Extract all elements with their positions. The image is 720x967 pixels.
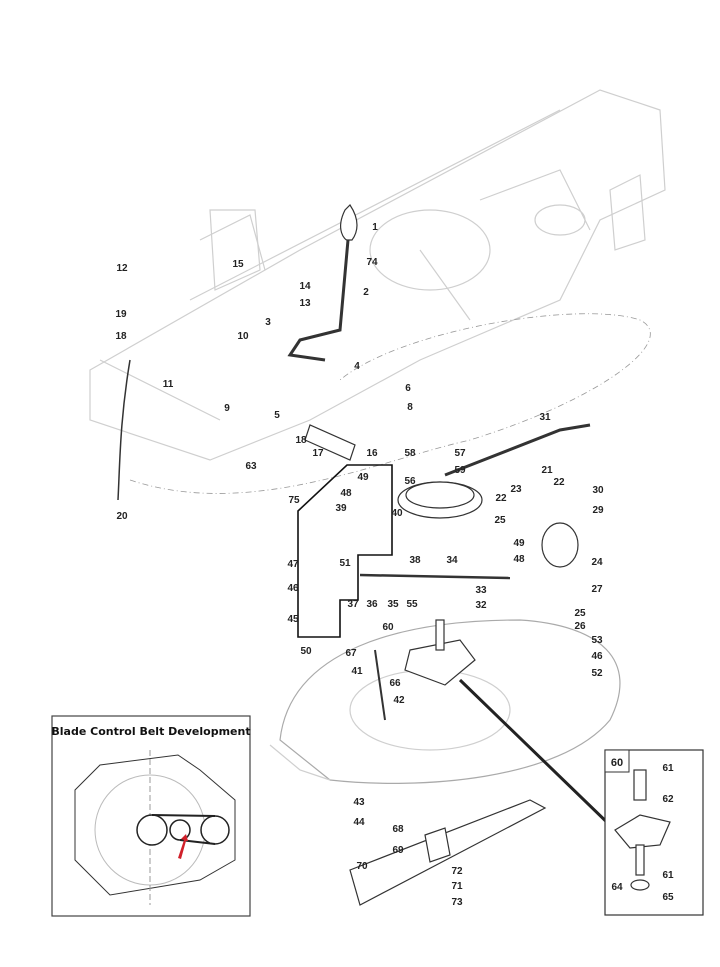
callout-4: 4 <box>354 361 360 372</box>
callout-21: 21 <box>541 465 553 476</box>
belt-development-inset: Blade Control Belt Development <box>51 715 251 917</box>
callout-49: 49 <box>357 472 369 483</box>
callout-46: 46 <box>287 583 299 594</box>
parts <box>117 204 617 906</box>
callout-57: 57 <box>454 448 466 459</box>
callout-50: 50 <box>300 646 312 657</box>
callout-14: 14 <box>299 281 311 292</box>
callout-73: 73 <box>451 897 463 908</box>
callout-74: 74 <box>366 257 378 268</box>
callout-49: 49 <box>513 538 525 549</box>
callout-70: 70 <box>356 861 368 872</box>
callout-25: 25 <box>574 608 586 619</box>
callout-34: 34 <box>446 555 458 566</box>
callout-37: 37 <box>347 599 359 610</box>
callout-48: 48 <box>513 554 525 565</box>
callout-60: 60 <box>382 622 394 633</box>
callout-3: 3 <box>265 317 271 328</box>
detail-box-label: 60 <box>611 757 623 769</box>
callout-36: 36 <box>366 599 378 610</box>
callout-27: 27 <box>591 584 603 595</box>
callout-39: 39 <box>335 503 347 514</box>
callout-47: 47 <box>287 559 299 570</box>
callout-69: 69 <box>392 845 404 856</box>
callout-25: 25 <box>494 515 506 526</box>
callout-17: 17 <box>312 448 324 459</box>
detail-box-60: 60 <box>604 749 704 916</box>
callout-18: 18 <box>295 435 307 446</box>
callout-8: 8 <box>407 402 413 413</box>
chassis-frame <box>89 89 666 461</box>
callout-12: 12 <box>116 263 128 274</box>
callout-1: 1 <box>372 222 378 233</box>
callout-10: 10 <box>237 331 249 342</box>
callout-71: 71 <box>451 881 463 892</box>
callout-24: 24 <box>591 557 603 568</box>
detail-callout-64: 64 <box>611 882 623 893</box>
callout-2: 2 <box>363 287 369 298</box>
callout-72: 72 <box>451 866 463 877</box>
callout-38: 38 <box>409 555 421 566</box>
callout-22: 22 <box>495 493 507 504</box>
callout-32: 32 <box>475 600 487 611</box>
callout-41: 41 <box>351 666 363 677</box>
callout-29: 29 <box>592 505 604 516</box>
detail-callout-65: 65 <box>662 892 674 903</box>
callout-46: 46 <box>591 651 603 662</box>
callout-44: 44 <box>353 817 365 828</box>
callout-48: 48 <box>340 488 352 499</box>
callout-45: 45 <box>287 614 299 625</box>
callout-56: 56 <box>404 476 416 487</box>
callout-20: 20 <box>116 511 128 522</box>
detail-callout-61: 61 <box>662 763 674 774</box>
callout-55: 55 <box>406 599 418 610</box>
callout-59: 59 <box>454 465 466 476</box>
callout-9: 9 <box>224 403 230 414</box>
group-75-outline <box>297 464 393 638</box>
direction-arrow-icon <box>178 834 188 859</box>
callout-33: 33 <box>475 585 487 596</box>
callout-63: 63 <box>245 461 257 472</box>
callout-52: 52 <box>591 668 603 679</box>
callout-35: 35 <box>387 599 399 610</box>
detail-callout-62: 62 <box>662 794 674 805</box>
callout-68: 68 <box>392 824 404 835</box>
callout-66: 66 <box>389 678 401 689</box>
callout-16: 16 <box>366 448 378 459</box>
callout-51: 51 <box>339 558 351 569</box>
callout-15: 15 <box>232 259 244 270</box>
callout-23: 23 <box>510 484 522 495</box>
callout-30: 30 <box>592 485 604 496</box>
callout-67: 67 <box>345 648 357 659</box>
callout-75: 75 <box>288 495 300 506</box>
callout-31: 31 <box>539 412 551 423</box>
callout-58: 58 <box>404 448 416 459</box>
cable-path <box>129 313 651 494</box>
callout-6: 6 <box>405 383 411 394</box>
callout-18: 18 <box>115 331 127 342</box>
callout-42: 42 <box>393 695 405 706</box>
callout-11: 11 <box>163 379 174 390</box>
detail-callout-61: 61 <box>662 870 674 881</box>
callout-22: 22 <box>553 477 565 488</box>
callout-19: 19 <box>115 309 127 320</box>
callout-26: 26 <box>574 621 586 632</box>
callout-40: 40 <box>391 508 403 519</box>
inset-title: Blade Control Belt Development <box>51 725 250 738</box>
callout-13: 13 <box>299 298 311 309</box>
callout-53: 53 <box>591 635 603 646</box>
callout-43: 43 <box>353 797 365 808</box>
callout-5: 5 <box>274 410 280 421</box>
